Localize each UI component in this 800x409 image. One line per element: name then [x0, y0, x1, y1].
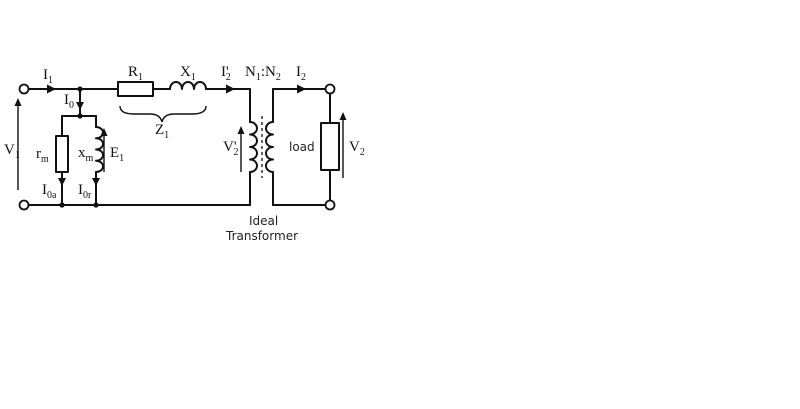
- label-i0r: I0r: [78, 182, 92, 201]
- label-i0a: I0a: [42, 182, 57, 201]
- label-z1: Z1: [155, 122, 169, 141]
- v1-arrowhead: [14, 98, 22, 106]
- label-ideal: Ideal: [249, 214, 278, 228]
- junction-dot-bottom-left: [59, 202, 65, 208]
- current-and-voltage-arrows: [47, 84, 306, 186]
- label-turns-ratio: N1:N2: [245, 64, 281, 83]
- label-r1: R1: [128, 64, 143, 83]
- label-xm: xm: [78, 145, 94, 164]
- label-i0: I0: [64, 92, 74, 111]
- e1-arrowhead: [100, 128, 108, 136]
- label-load: load: [289, 140, 315, 154]
- secondary-winding: [265, 121, 274, 173]
- label-i1: I1: [43, 67, 53, 86]
- label-rm: rm: [36, 146, 49, 165]
- rm-resistor: [55, 135, 69, 173]
- primary-terminal-bottom: [18, 199, 30, 211]
- primary-terminal-top: [18, 83, 30, 95]
- v2p-arrowhead: [237, 126, 245, 134]
- junction-dot-bottom-right: [93, 202, 99, 208]
- label-i2: I2: [296, 64, 306, 83]
- label-e1: E1: [110, 145, 124, 164]
- junction-dot-branch: [77, 113, 83, 119]
- z1-brace: [119, 105, 207, 123]
- label-x1: X1: [180, 64, 196, 83]
- label-i2-prime: I'2: [221, 64, 231, 83]
- primary-winding: [249, 121, 258, 173]
- label-v1: V1: [4, 142, 20, 161]
- secondary-terminal-bottom: [324, 199, 336, 211]
- label-v2-prime: V'2: [223, 139, 239, 158]
- x1-inductor: [169, 81, 207, 90]
- junction-dot-top: [77, 86, 83, 92]
- v2-arrowhead: [339, 112, 347, 120]
- secondary-terminal-top: [324, 83, 336, 95]
- label-transformer: Transformer: [225, 229, 298, 243]
- label-v2: V2: [349, 139, 365, 158]
- r1-resistor: [117, 81, 154, 97]
- load-resistor: [320, 122, 340, 171]
